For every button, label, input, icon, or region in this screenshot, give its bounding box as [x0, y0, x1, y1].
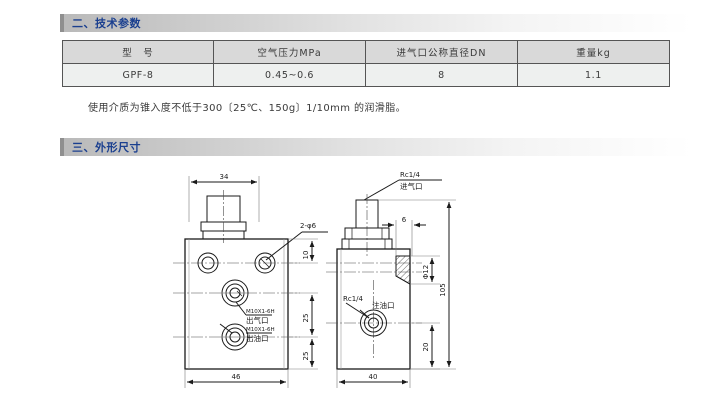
section-accent-bar: [60, 138, 64, 156]
inlet-callout: Rc1/4 进气口: [363, 171, 442, 201]
section-header-technical-parameters: 二、技术参数: [60, 14, 692, 32]
dim-bottom-width-label: 46: [232, 373, 241, 381]
dim-side-bottom-width-label: 40: [369, 373, 378, 381]
dim-nozzle-diameter-label: Φ12: [422, 265, 430, 279]
dim-overall-height: 105: [378, 199, 456, 370]
cell-weight: 1.1: [517, 63, 670, 87]
dim-hole-offset-label: 10: [302, 251, 310, 260]
section-header-outline-dimensions: 三、外形尺寸: [60, 138, 692, 156]
side-view: Rc1/4 进气口 6: [326, 171, 456, 388]
body-outline: [184, 238, 289, 370]
dim-nozzle-width-label: 6: [402, 216, 407, 224]
dim-top-width-label: 34: [220, 173, 229, 181]
port-oil-thread-label: M10X1-6H: [246, 327, 275, 333]
fill-name-label: 注油口: [372, 300, 395, 310]
table-header-model: 型 号: [62, 40, 214, 64]
dim-bottom-height-label: 20: [422, 343, 430, 352]
dim-nozzle-width: 6: [382, 216, 426, 256]
table-header-row: 型 号 空气压力MPa 进气口公称直径DN 重量kg: [62, 40, 670, 64]
dim-bottom-width: 46: [184, 369, 289, 388]
specification-table: 型 号 空气压力MPa 进气口公称直径DN 重量kg GPF-8 0.45~0.…: [62, 40, 670, 87]
dim-side-bottom-width: 40: [336, 369, 411, 388]
tapered-nozzle: [395, 255, 411, 285]
table-header-inlet-diameter: 进气口公称直径DN: [365, 40, 518, 64]
dim-port-spacing-lower-label: 25: [302, 352, 310, 361]
table-header-weight: 重量kg: [517, 40, 670, 64]
outline-dimension-drawing: 34 2-φ6: [60, 160, 692, 396]
medium-note-text: 使用介质为锥入度不低于300〔25℃、150g〕1/10mm 的润滑脂。: [88, 103, 406, 114]
cell-inlet-diameter: 8: [365, 63, 518, 87]
hole-callout: 2-φ6: [265, 222, 328, 261]
port-oil-outlet: M10X1-6H 出油口: [173, 323, 300, 351]
inlet-name-label: 进气口: [400, 181, 423, 191]
drawing-svg: 34 2-φ6: [173, 171, 456, 388]
port-air-name-label: 出气口: [246, 315, 269, 325]
dim-bottom-height: 20: [410, 322, 440, 370]
inlet-thread-label: Rc1/4: [400, 171, 421, 179]
dim-port-spacing-upper: 25: [288, 292, 318, 338]
mounting-hole-left: [197, 252, 219, 274]
front-view: 34 2-φ6: [173, 173, 328, 388]
port-oil-name-label: 出油口: [246, 333, 269, 343]
cell-air-pressure: 0.45~0.6: [213, 63, 366, 87]
hole-callout-label: 2-φ6: [300, 222, 317, 230]
section-title: 三、外形尺寸: [72, 141, 141, 154]
cell-model: GPF-8: [62, 63, 214, 87]
dim-overall-height-label: 105: [439, 283, 447, 296]
port-air-thread-label: M10X1-6H: [246, 309, 275, 315]
section-title: 二、技术参数: [72, 17, 141, 30]
fill-thread-label: Rc1/4: [343, 295, 364, 303]
table-row: GPF-8 0.45~0.6 8 1.1: [62, 63, 670, 87]
dim-port-spacing-upper-label: 25: [302, 314, 310, 323]
port-air-outlet: M10X1-6H 出气口: [173, 279, 300, 325]
table-header-air-pressure: 空气压力MPa: [213, 40, 366, 64]
port-fill-oil: Rc1/4 注油口: [326, 280, 422, 360]
side-body-outline: [336, 248, 411, 370]
section-accent-bar: [60, 14, 64, 32]
dim-port-spacing-lower: 25: [288, 339, 318, 370]
dim-nozzle-diameter: Φ12: [410, 255, 440, 285]
dim-hole-offset: 10: [288, 238, 318, 264]
dim-top-width: 34: [188, 173, 260, 222]
mounting-hole-right: [254, 252, 276, 274]
